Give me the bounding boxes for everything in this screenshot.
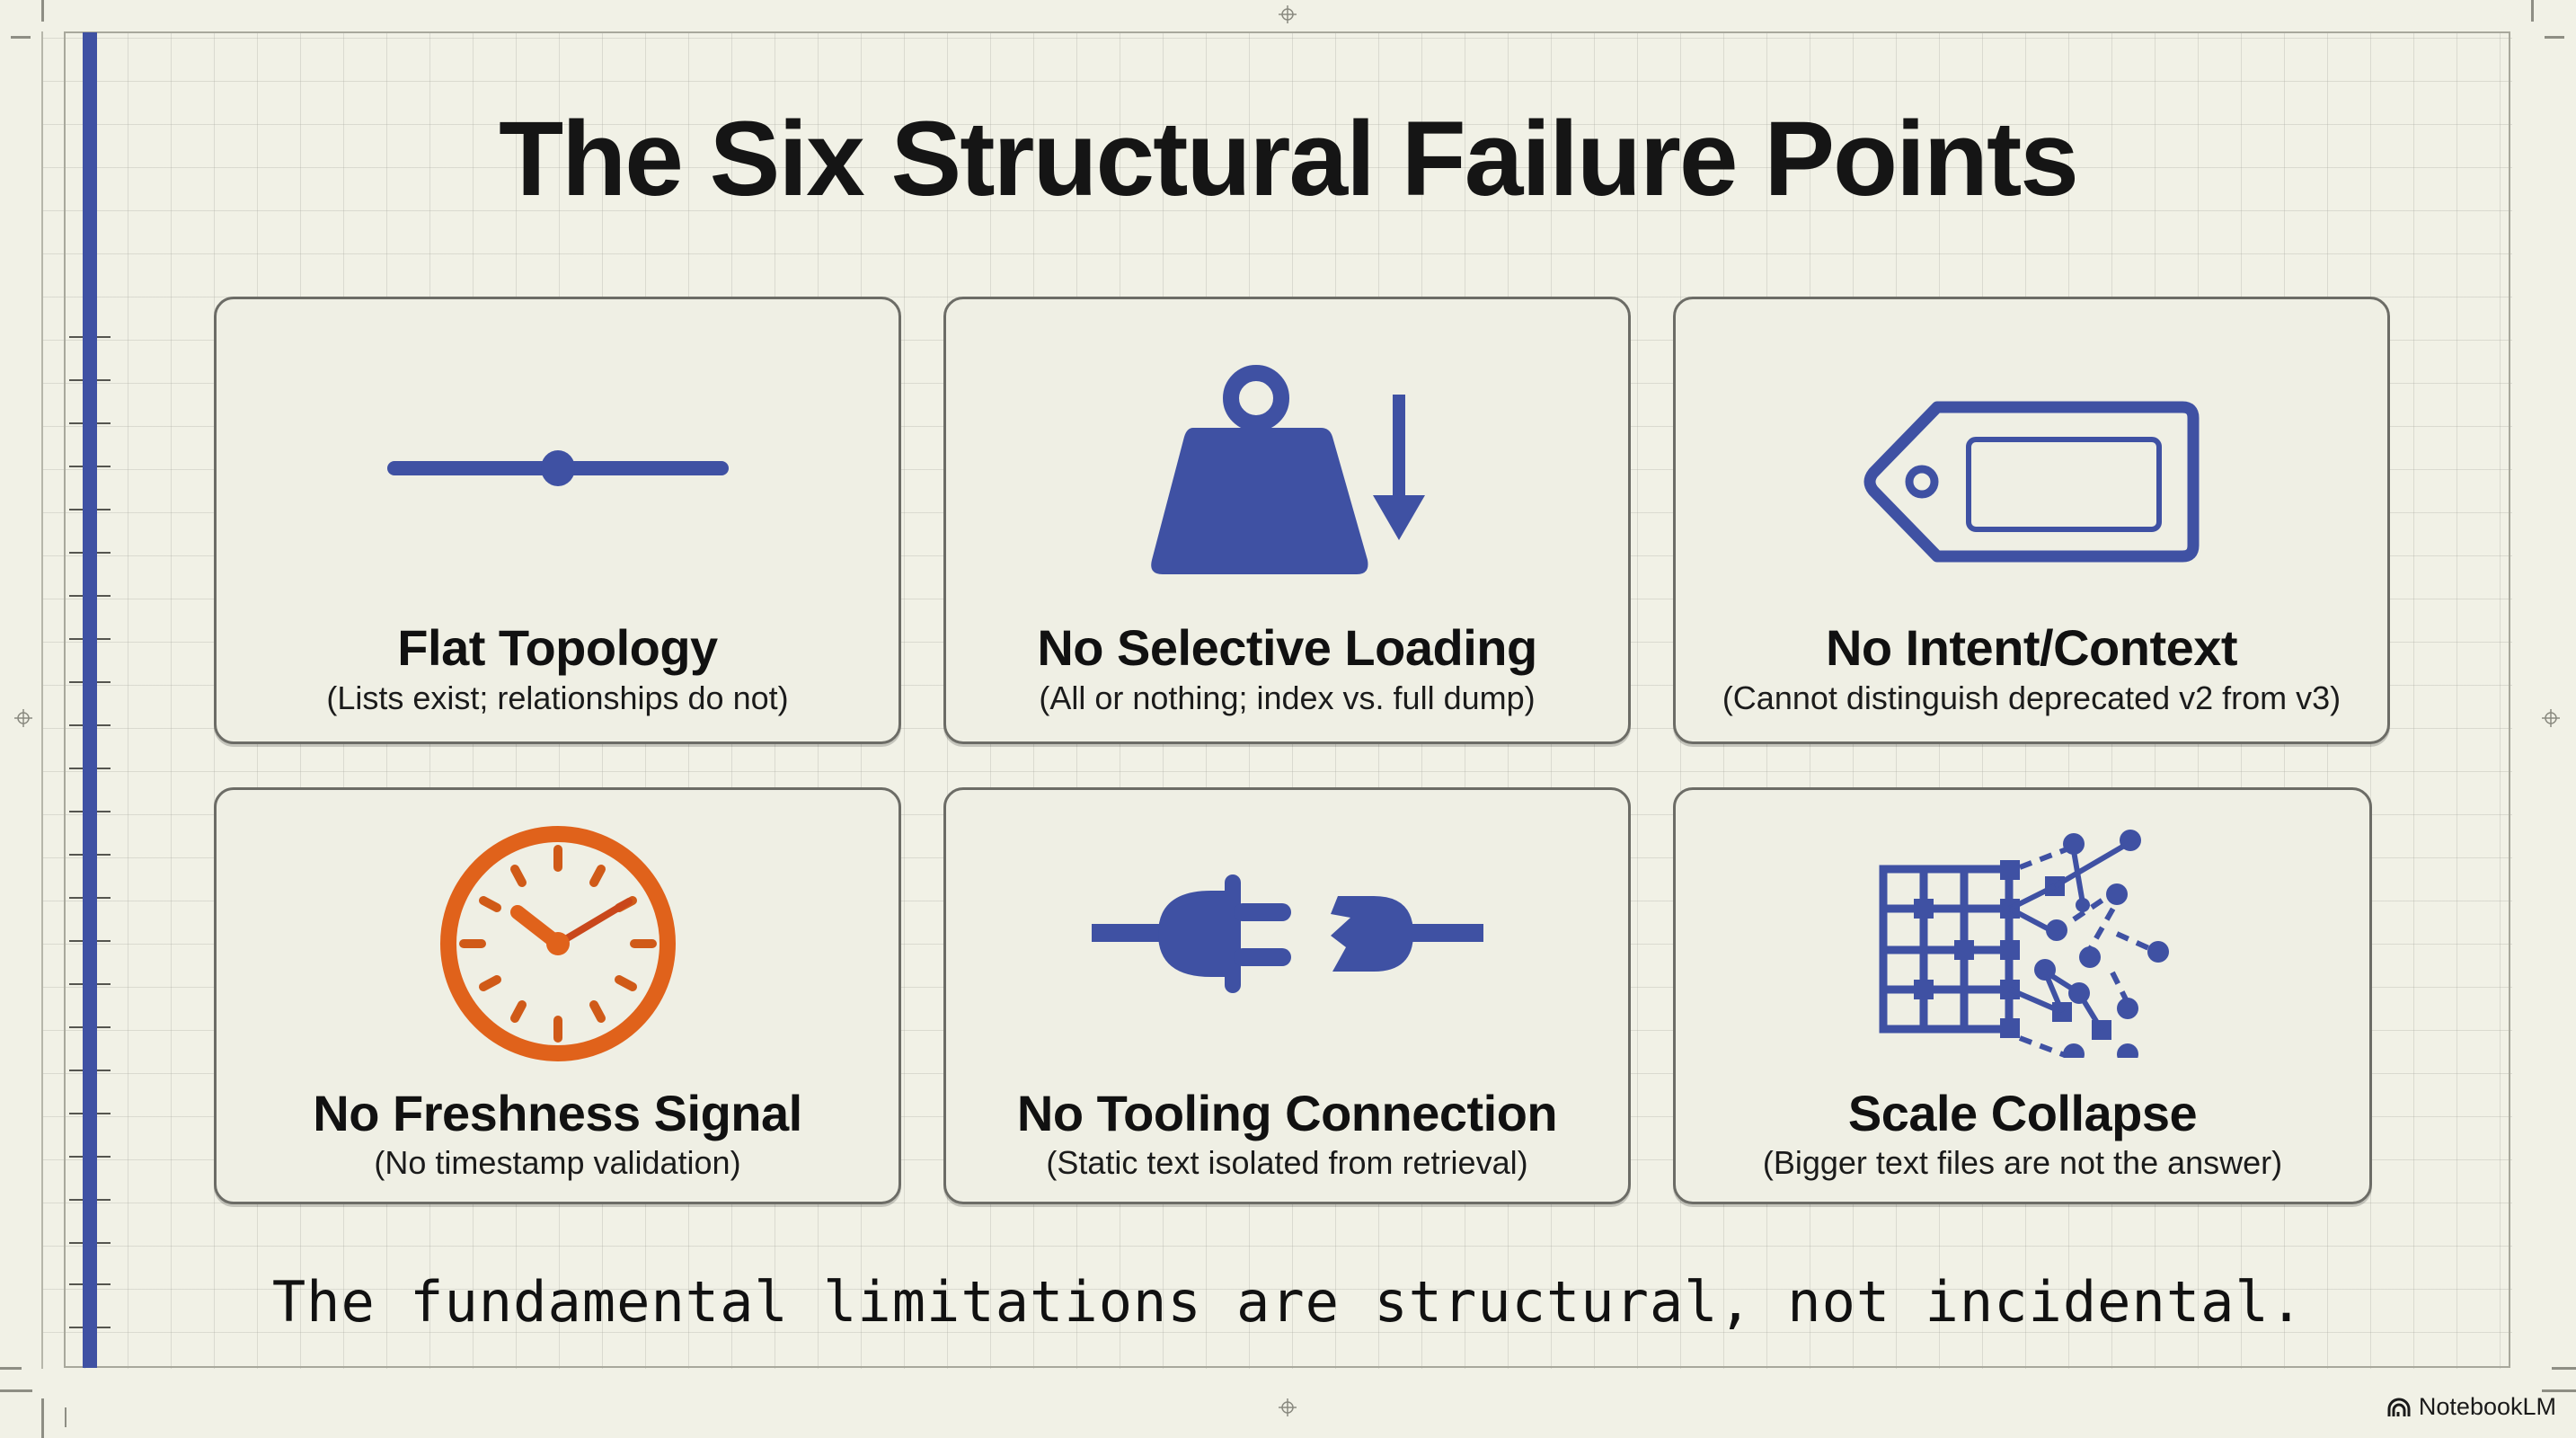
card-subtitle: (Static text isolated from retrieval) (1046, 1144, 1528, 1181)
card-no-tooling-connection: No Tooling Connection (Static text isola… (943, 787, 1631, 1204)
registration-target-icon (1279, 5, 1297, 23)
outer-frame-line (41, 31, 43, 1369)
card-no-intent-context: No Intent/Context (Cannot distinguish de… (1673, 297, 2390, 744)
crop-mark (65, 1407, 66, 1427)
accent-bar (83, 32, 97, 1368)
registration-target-icon (2542, 709, 2560, 727)
slide-title: The Six Structural Failure Points (499, 100, 2079, 218)
registration-target-icon (14, 709, 32, 727)
card-heading: No Tooling Connection (1016, 1085, 1558, 1141)
crop-mark (0, 1367, 22, 1370)
slide-frame (64, 31, 2510, 1368)
card-subtitle: (No timestamp validation) (374, 1144, 741, 1181)
card-heading: No Freshness Signal (313, 1085, 802, 1141)
unplugged-icon (946, 871, 1628, 997)
registration-target-icon (1279, 1398, 1297, 1416)
crop-mark (41, 1398, 44, 1438)
card-no-freshness-signal: No Freshness Signal (No timestamp valida… (214, 787, 901, 1204)
clock-icon (217, 822, 899, 1065)
weight-down-arrow-icon (946, 360, 1628, 576)
grid-fragmenting-icon (1676, 815, 2369, 1058)
crop-mark (2545, 36, 2564, 39)
card-heading: No Intent/Context (1825, 619, 2238, 676)
card-subtitle: (All or nothing; index vs. full dump) (1039, 679, 1536, 716)
card-scale-collapse: Scale Collapse (Bigger text files are no… (1673, 787, 2372, 1204)
crop-mark (41, 0, 44, 22)
card-subtitle: (Bigger text files are not the answer) (1762, 1144, 2283, 1181)
crop-mark (11, 36, 31, 39)
card-no-selective-loading: No Selective Loading (All or nothing; in… (943, 297, 1631, 744)
crop-mark (2542, 1389, 2576, 1392)
brand-label: NotebookLM (2418, 1393, 2556, 1420)
blank-tag-icon (1676, 396, 2387, 567)
notebooklm-logo-icon (2387, 1398, 2411, 1416)
card-heading: Flat Topology (397, 619, 718, 676)
notebooklm-watermark: NotebookLM (2386, 1393, 2556, 1421)
card-flat-topology: Flat Topology (Lists exist; relationship… (214, 297, 901, 744)
crop-mark (2552, 1367, 2576, 1370)
flat-line-node-icon (217, 446, 899, 491)
footer-statement: The fundamental limitations are structur… (271, 1269, 2305, 1335)
card-subtitle: (Cannot distinguish deprecated v2 from v… (1722, 679, 2341, 716)
card-heading: Scale Collapse (1847, 1085, 2198, 1141)
card-heading: No Selective Loading (1037, 619, 1537, 676)
card-subtitle: (Lists exist; relationships do not) (326, 679, 789, 716)
crop-mark (2531, 0, 2534, 22)
crop-mark (0, 1389, 32, 1392)
